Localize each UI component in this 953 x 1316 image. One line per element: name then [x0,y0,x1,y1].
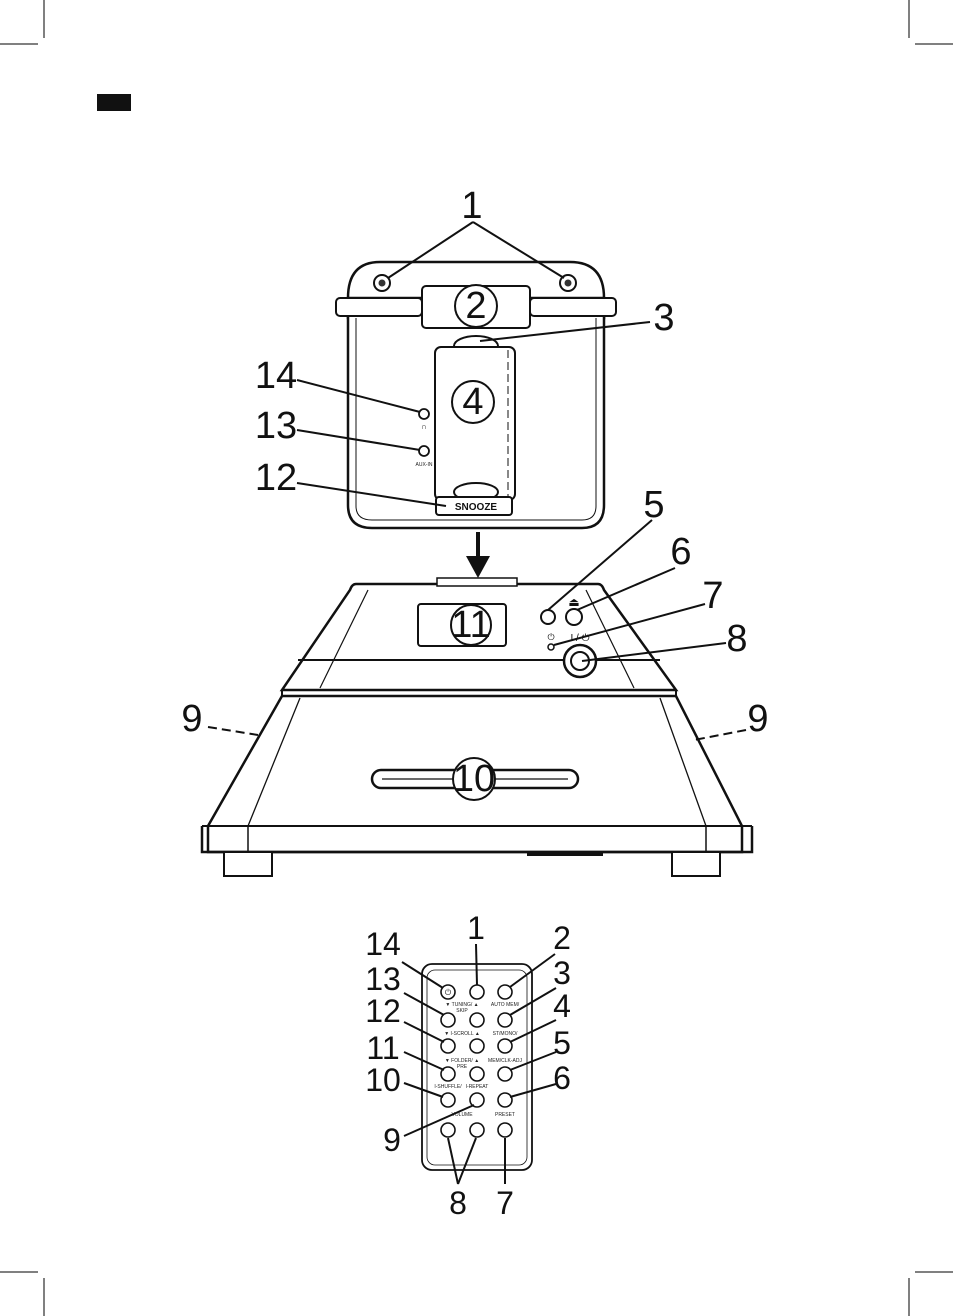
aux-in-jack[interactable] [419,446,429,456]
remote-callout-9: 9 [383,1122,401,1158]
remote-label-scroll: ▼ I-SCROLL ▲ [444,1031,480,1037]
remote-scroll-up-button[interactable] [470,1039,484,1053]
remote-callout-1: 1 [467,910,485,946]
foot-left [224,852,272,876]
power-led-icon: ⏻ [547,632,554,642]
remote-callout-11: 11 [366,1030,399,1066]
remote-label-preset: PRESET [495,1112,515,1118]
callout-9-right: 9 [747,698,768,740]
callout-3: 3 [653,297,674,339]
remote-label-auto-mem: AUTO MEM/ [491,1002,520,1008]
callout-10: 10 [453,758,495,800]
snooze-label: SNOOZE [455,502,498,513]
remote-volume-down-button[interactable] [441,1123,455,1137]
remote-play-pause-button[interactable] [498,1013,512,1027]
remote-skip-forward-button[interactable] [470,1013,484,1027]
callout-8: 8 [726,618,747,660]
aux-in-label: AUX-IN [416,462,433,468]
remote-callout-4: 4 [553,988,571,1024]
remote-button-2[interactable] [498,985,512,999]
remote-callout-2: 2 [553,920,571,956]
callout-2: 2 [465,285,486,327]
remote-label-skip: SKIP [456,1008,468,1014]
headphone-icon: ∩ [421,422,427,431]
foot-right [672,852,720,876]
callout-4: 4 [462,381,483,423]
remote-label-repeat: I-REPEAT [466,1084,489,1090]
remote-callout-13: 13 [365,961,401,997]
remote-folder-up-button[interactable] [470,1067,484,1081]
svg-text:⏻: ⏻ [445,988,452,997]
remote-label-st-mono: ST/MONO/ [493,1031,518,1037]
remote-callout-5: 5 [553,1025,571,1061]
remote-callout-7: 7 [496,1185,514,1221]
callout-7: 7 [702,575,723,617]
remote-volume-up-button[interactable] [470,1123,484,1137]
callout-9-left: 9 [181,698,202,740]
callout-6: 6 [670,531,691,573]
remote-label-pre: PRE [457,1064,468,1070]
callout-12: 12 [255,457,297,499]
callout-5: 5 [643,484,664,526]
power-led [548,644,554,650]
button-5[interactable] [541,610,555,624]
remote-label-mem-clk: MEM/CLK-ADJ [488,1058,522,1064]
callout-13: 13 [255,405,297,447]
remote-shuffle-button[interactable] [441,1093,455,1107]
callout-1: 1 [461,185,482,227]
language-tab [97,94,131,111]
remote-button-1[interactable] [470,985,484,999]
remote-callout-10: 10 [365,1062,401,1098]
remote-callout-3: 3 [553,955,571,991]
callout-11: 11 [451,604,490,646]
headphone-jack[interactable] [419,409,429,419]
remote-callout-12: 12 [365,993,401,1029]
remote-callout-6: 6 [553,1060,571,1096]
remote-preset-button[interactable] [498,1123,512,1137]
remote-callout-8: 8 [449,1185,467,1221]
remote-callout-14: 14 [365,926,401,962]
eject-button[interactable] [566,609,582,625]
callout-14: 14 [255,355,297,397]
eject-icon: ⏏ [568,595,579,609]
remote-label-shuffle: I-SHUFFLE/ [434,1084,462,1090]
down-arrow-icon [466,532,490,578]
remote-al-button[interactable] [498,1093,512,1107]
